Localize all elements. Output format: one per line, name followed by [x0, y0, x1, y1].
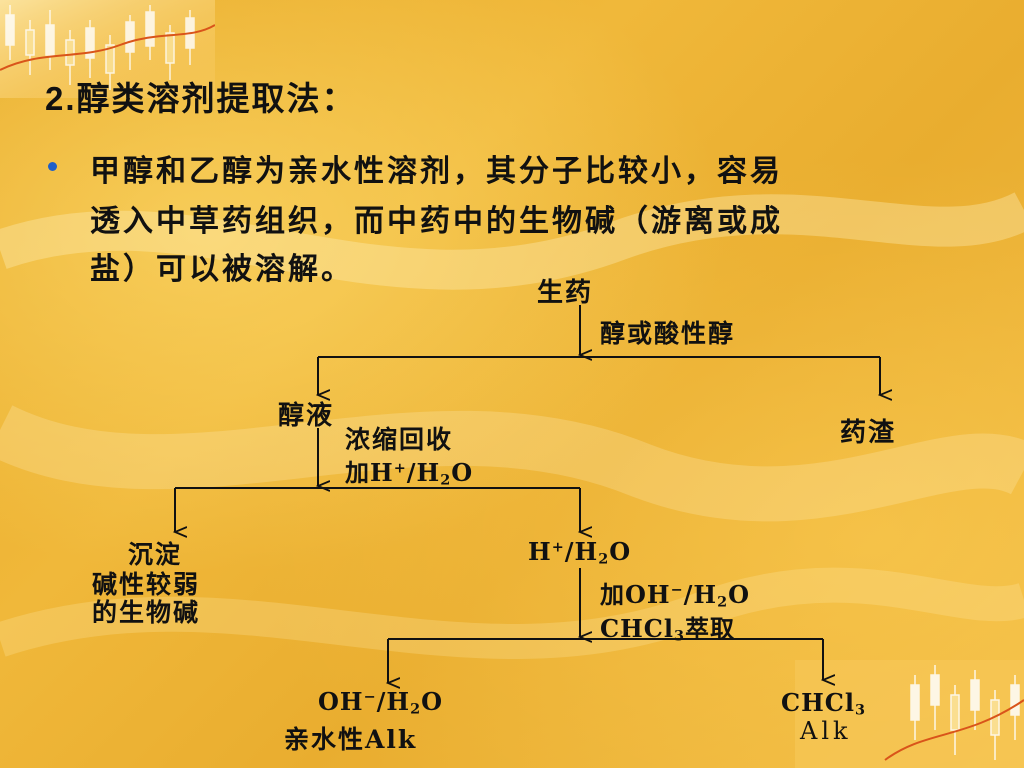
node-acid-aqueous: H+/H2O: [528, 537, 632, 568]
bullet-text-line: 甲醇和乙醇为亲水性溶剂，其分子比较小，容易: [90, 154, 783, 189]
node-chcl3-layer: CHCl3: [781, 688, 867, 719]
node-residue: 药渣: [840, 418, 897, 448]
bullet-icon: [48, 162, 57, 171]
label-chcl3-extract: CHCl3萃取: [600, 614, 736, 645]
title-text: 醇类溶剂提取法：: [76, 79, 357, 118]
label-add-base: 加OH−/H2O: [600, 580, 751, 611]
node-alcohol-liquid: 醇液: [278, 401, 335, 431]
bullet-text-line: 盐）可以被溶解。: [90, 252, 354, 287]
label-add-acid: 加H+/H2O: [345, 458, 474, 489]
node-weak-base-2: 的生物碱: [92, 598, 201, 627]
node-chcl3-alk: Alk: [800, 717, 852, 745]
node-crude-drug: 生药: [537, 278, 594, 308]
bullet-text-line: 透入中草药组织，而中药中的生物碱（游离或成: [90, 204, 783, 239]
node-hydrophilic-alk: 亲水性Alk: [284, 725, 418, 754]
page-title: 2.醇类溶剂提取法：: [45, 72, 357, 120]
node-weak-base-1: 碱性较弱: [92, 570, 201, 599]
title-number: 2.: [45, 80, 77, 117]
candlestick-chart-decoration: [0, 0, 215, 98]
label-solvent: 醇或酸性醇: [600, 319, 736, 348]
node-precipitate: 沉淀: [128, 540, 183, 569]
label-concentrate: 浓缩回收: [345, 425, 454, 454]
node-base-aqueous: OH−/H2O: [318, 687, 444, 718]
